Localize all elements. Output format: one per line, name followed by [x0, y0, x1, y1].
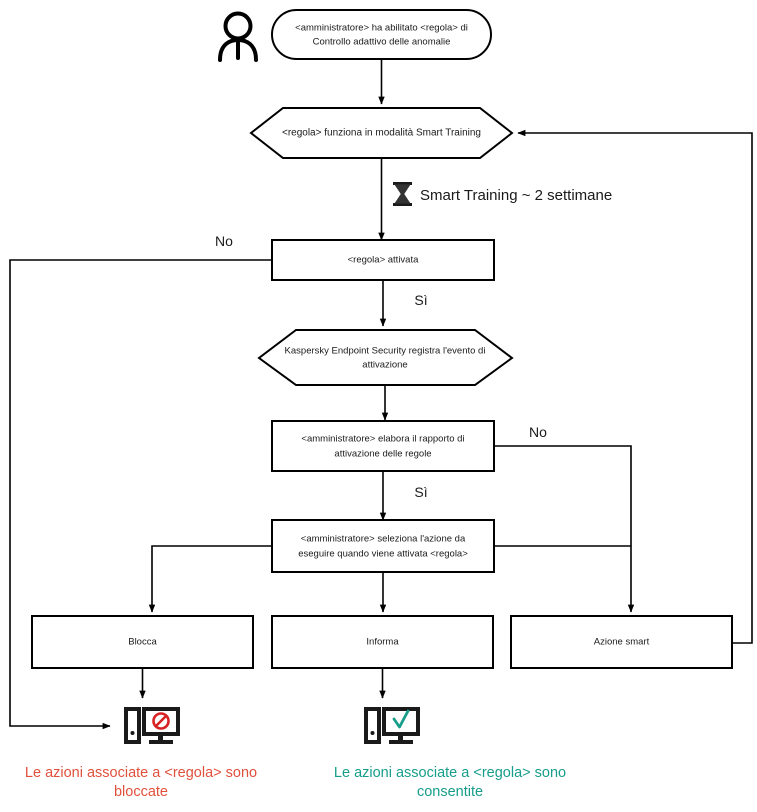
node-admin-selects-action: <amministratore> seleziona l'azione da e… — [271, 519, 495, 573]
node-blocca: Blocca — [31, 615, 254, 669]
person-icon — [218, 11, 258, 62]
branch-label-report-yes: Sì — [414, 484, 427, 500]
node-blocca-label: Blocca — [128, 637, 157, 648]
node-kes-registers-event: Kaspersky Endpoint Security registra l'e… — [257, 329, 514, 386]
node-select-action-line-2: eseguire quando viene attivata <regola> — [298, 549, 468, 560]
node-smart-training: <regola> funziona in modalità Smart Trai… — [249, 107, 514, 159]
node-informa: Informa — [271, 615, 494, 669]
node-start: <amministratore> ha abilitato <regola> d… — [271, 9, 492, 60]
caption-allowed-line-1: Le azioni associate a <regola> sono — [334, 765, 566, 781]
node-kes-line-2: attivazione — [362, 360, 407, 371]
annotation-smart-training-text: Smart Training ~ 2 settimane — [420, 187, 612, 204]
computer-allowed-icon — [364, 707, 420, 744]
node-start-line-2: Controllo adattivo delle anomalie — [313, 37, 451, 48]
node-start-line-1: <amministratore> ha abilitato <regola> d… — [295, 23, 468, 34]
node-report-line-1: <amministratore> elabora il rapporto di — [301, 434, 464, 445]
caption-allowed-line-2: consentite — [417, 784, 483, 800]
connector-report-no — [494, 445, 635, 613]
branch-label-report-no: No — [529, 424, 547, 440]
computer-blocked-icon — [124, 707, 180, 744]
annotation-smart-training-duration: Smart Training ~ 2 settimane — [393, 182, 612, 206]
connector-select-action-to-blocca — [148, 545, 272, 613]
connector-rule-activated-no — [9, 259, 272, 730]
connector-azione-smart-feedback-loop — [517, 129, 753, 644]
caption-blocked-line-2: bloccate — [114, 784, 168, 800]
node-azione-smart: Azione smart — [510, 615, 733, 669]
caption-allowed: Le azioni associate a <regola> sono cons… — [334, 765, 566, 800]
node-rule-activated: <regola> attivata — [271, 239, 495, 281]
branch-label-rule-activated-no: No — [215, 233, 233, 249]
node-rule-activated-label: <regola> attivata — [348, 255, 419, 266]
node-informa-label: Informa — [366, 637, 399, 648]
hourglass-icon — [393, 182, 412, 206]
node-azione-smart-label: Azione smart — [594, 637, 650, 648]
node-select-action-line-1: <amministratore> seleziona l'azione da — [301, 534, 466, 545]
node-admin-processes-report: <amministratore> elabora il rapporto di … — [271, 420, 495, 472]
branch-label-rule-activated-yes: Sì — [414, 292, 427, 308]
node-kes-line-1: Kaspersky Endpoint Security registra l'e… — [285, 346, 486, 357]
caption-blocked-line-1: Le azioni associate a <regola> sono — [25, 765, 257, 781]
node-report-line-2: attivazione delle regole — [334, 449, 431, 460]
node-smart-training-label: <regola> funziona in modalità Smart Trai… — [282, 128, 481, 139]
caption-blocked: Le azioni associate a <regola> sono bloc… — [25, 765, 257, 800]
